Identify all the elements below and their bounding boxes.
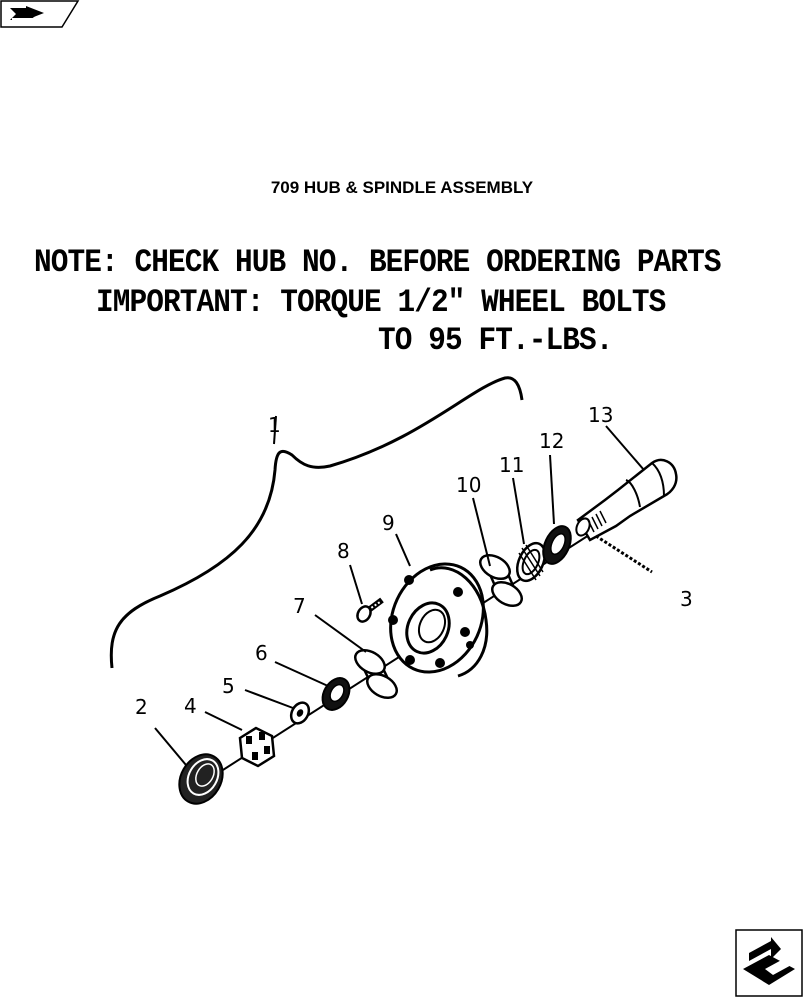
callout-9: 9 [382,511,395,535]
spindle-washer [289,701,311,725]
header-badge[interactable] [0,0,80,30]
spindle [575,458,678,542]
callout-11: 11 [499,453,524,477]
leader-lines [154,415,645,766]
callout-2: 2 [135,695,148,719]
footer-badge[interactable] [735,929,803,997]
callout-1: 1 [268,413,281,437]
outer-bearing-cup [354,648,398,700]
book-arrow-icon [10,6,44,21]
note-line-2: IMPORTANT: TORQUE 1/2" WHEEL BOLTS [96,284,666,321]
callout-4: 4 [184,694,197,718]
inner-bearing-cone [515,541,547,583]
note-line-3: TO 95 FT.-LBS. [378,322,613,359]
callout-5: 5 [222,674,235,698]
castle-nut [238,726,276,768]
inner-bearing-cup [479,553,523,608]
page-title: 709 HUB & SPINDLE ASSEMBLY [270,178,534,197]
wheel-bolt [356,597,384,623]
wheel-hub [388,562,489,678]
next-page-arrow-icon [743,937,795,985]
cotter-pin [595,534,653,574]
callout-10: 10 [456,473,481,497]
callout-12: 12 [539,429,564,453]
grease-seal [542,525,572,565]
callout-8: 8 [337,539,350,563]
note-line-1: NOTE: CHECK HUB NO. BEFORE ORDERING PART… [34,244,722,281]
callout-3: 3 [680,587,693,611]
callout-6: 6 [255,641,268,665]
grease-cap [178,753,224,805]
callout-13: 13 [588,403,613,427]
callout-7: 7 [293,594,306,618]
outer-bearing-cone [321,677,351,711]
assembly-bracket [109,376,524,669]
